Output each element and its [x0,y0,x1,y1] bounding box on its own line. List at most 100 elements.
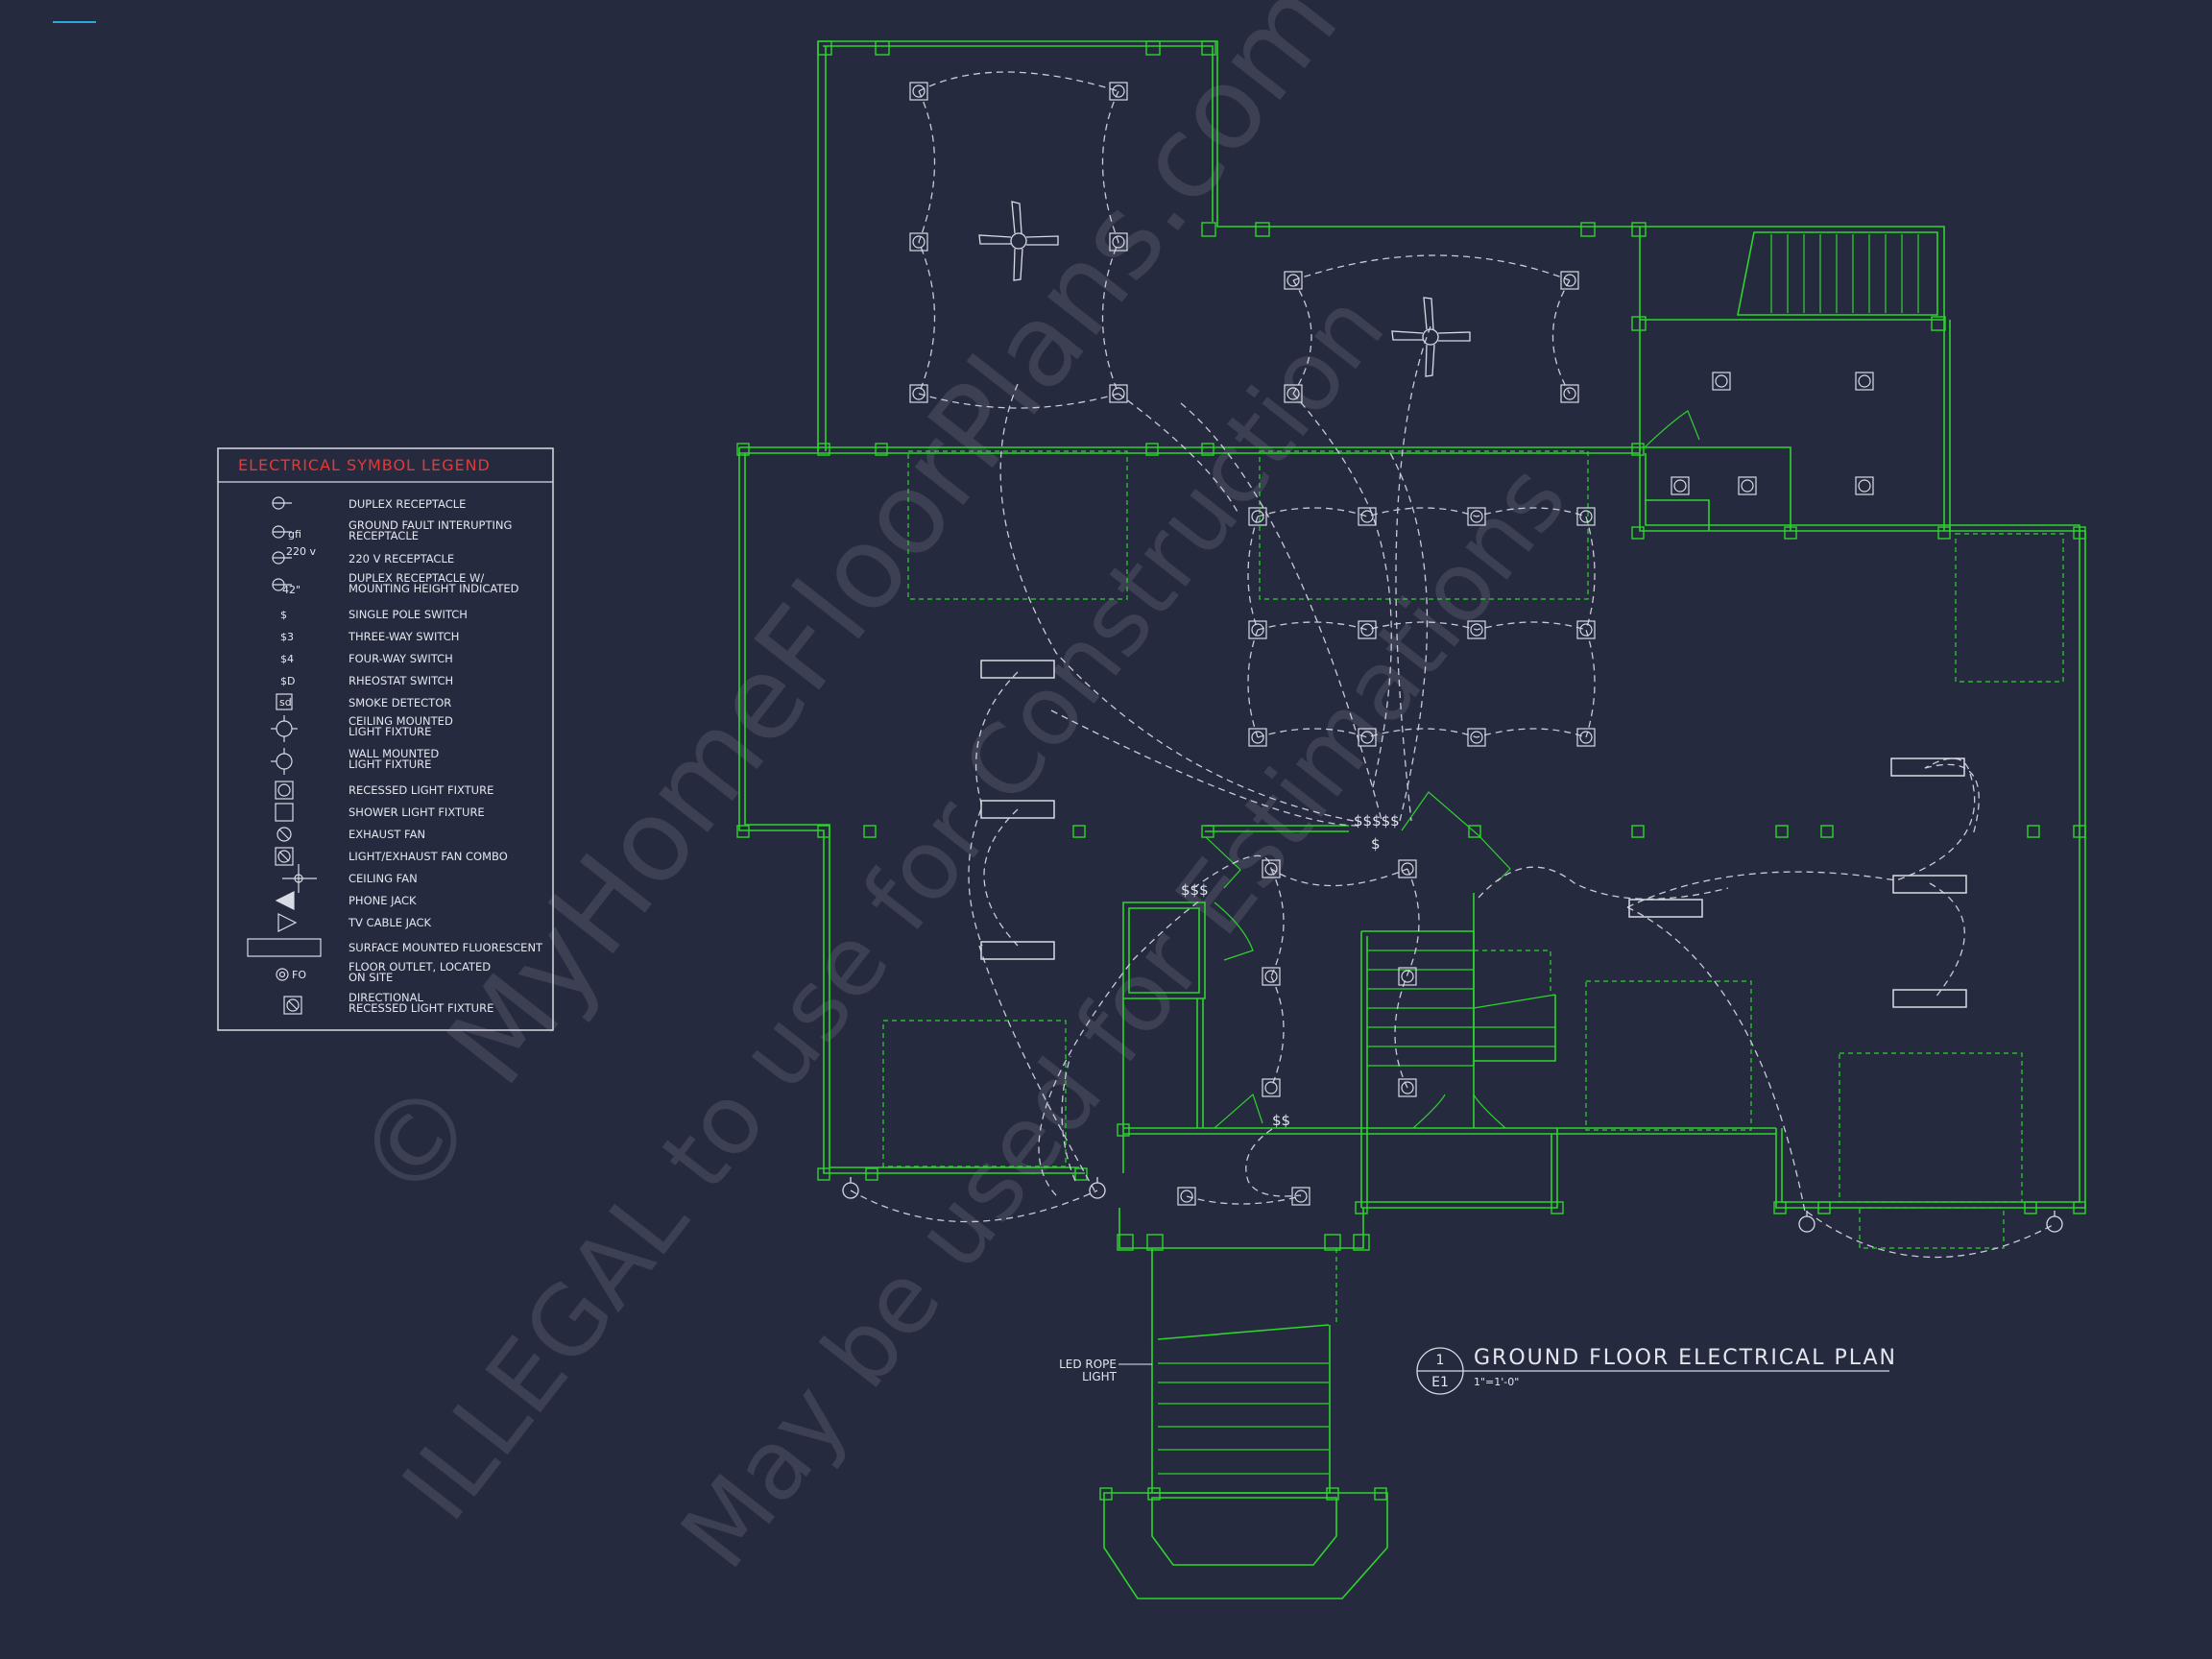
recessed-light-fixture [1109,384,1128,403]
recessed-light-fixture [1576,728,1596,747]
rear-deck [1640,226,1945,321]
legend-row-shower-light: SHOWER LIGHT FIXTURE [275,803,485,822]
drawing-scale: 1"=1'-0" [1474,1376,1519,1388]
legend-row-ceiling-fan: CEILING FAN [282,864,418,893]
recessed-light-fixture [1291,1187,1310,1206]
legend-row-fluorescent: SURFACE MOUNTED FLUORESCENT [247,938,543,957]
legend-label: 220 V RECEPTACLE [349,552,454,565]
recessed-light-fixture [1560,271,1579,290]
legend-label: TV CABLE JACK [348,916,432,929]
legend-label: ON SITE [349,971,393,984]
recessed-light-fixture [1109,82,1128,101]
front-porch [1118,1208,1364,1249]
recessed-light-fixture [1248,507,1267,526]
recessed-light-fixture [1467,507,1486,526]
light-exhaust-combo-icon [275,847,294,866]
legend-row-receptacle-220v: 220 v 220 V RECEPTACLE [272,545,454,565]
shower-light-icon [275,803,294,822]
legend-label: EXHAUST FAN [349,828,425,841]
legend-tag: $3 [280,631,294,643]
recessed-light-fixture [1358,728,1377,747]
wiring-runs [850,71,2056,1259]
legend-row-mounted-receptacle: 42" DUPLEX RECEPTACLE W/MOUNTING HEIGHT I… [272,571,519,596]
legend-label: SMOKE DETECTOR [349,696,451,709]
legend-label: RHEOSTAT SWITCH [349,674,453,687]
dashed-zones [882,450,2064,1339]
recessed-light-fixture [1262,967,1281,986]
recessed-light-fixture [909,232,928,252]
rear-stair [1737,231,1938,316]
recessed-light-fixture [1248,620,1267,639]
svg-text:LED ROPE: LED ROPE [1059,1358,1117,1371]
gfi-receptacle-icon [272,525,292,539]
recessed-light-fixture [1467,620,1486,639]
light-fixtures [909,82,1874,1206]
recessed-light-fixture [1560,384,1579,403]
switch-single: $ [1371,835,1381,853]
legend-label: WALL MOUNTED [349,747,439,760]
recessed-light-fixture [1358,507,1377,526]
recessed-light-fixture [1358,620,1377,639]
fluorescent-fixtures [980,660,1967,1008]
ceiling-fan-icon [282,864,317,893]
watermark: © MyHomeFloorPlans.com ILLEGAL to use fo… [329,0,1588,1589]
legend-row-light-exhaust-combo: LIGHT/EXHAUST FAN COMBO [275,847,508,866]
legend-row-phone-jack: PHONE JACK [275,891,417,910]
floor-plan-walls [738,40,2086,1599]
switch-bank: $$$$$ [1354,812,1400,830]
legend-tag: $ [280,609,287,621]
legend-label: MOUNTING HEIGHT INDICATED [349,582,519,595]
directional-recessed-icon [283,996,302,1015]
recessed-light-fixture [1671,476,1690,495]
recessed-light-fixture [1738,476,1757,495]
legend-label: FOUR-WAY SWITCH [349,652,453,665]
mounted-receptacle-icon [272,578,292,591]
recessed-light-fixture [1262,859,1281,878]
legend-label: DIRECTIONAL [349,991,423,1004]
recessed-light-fixture [1248,728,1267,747]
legend-tag: FO [292,969,306,981]
recessed-light-fixture [909,384,928,403]
legend-row-duplex-receptacle: DUPLEX RECEPTACLE [272,496,466,511]
legend-label: DUPLEX RECEPTACLE W/ [349,571,484,585]
legend-label: LIGHT FIXTURE [349,725,431,738]
legend-tag: 220 v [286,545,316,558]
front-landing [1103,1492,1388,1599]
drawing-title-block: 1 E1 GROUND FLOOR ELECTRICAL PLAN 1"=1'-… [1416,1346,1897,1395]
legend-title: ELECTRICAL SYMBOL LEGEND [238,456,491,474]
recessed-light-fixture [909,82,928,101]
recessed-light-fixture [1109,232,1128,252]
ceiling-fan-fixture [978,201,1059,281]
receptacle-220v-icon [272,551,292,565]
phone-jack-icon [275,891,295,910]
switch-group-2: $$ [1272,1112,1290,1129]
recessed-light-fixture [1398,859,1417,878]
legend-label: PHONE JACK [349,894,417,907]
recessed-light-fixture [1855,372,1874,391]
legend-label: SHOWER LIGHT FIXTURE [349,805,485,819]
legend-frame [217,447,554,1031]
switch-labels: $$$$$ $$$ $$ $ [1181,812,1400,1129]
wall-light-fixtures [842,1177,2063,1233]
sheet-number: E1 [1431,1375,1449,1390]
legend-row-single-pole-switch: $SINGLE POLE SWITCH [280,608,468,621]
recessed-light-fixture [1284,271,1303,290]
legend-label: RECESSED LIGHT FIXTURE [349,1001,493,1015]
electrical-symbol-legend: ELECTRICAL SYMBOL LEGEND DUPLEX RECEPTAC… [217,447,554,1031]
legend-label: FLOOR OUTLET, LOCATED [349,960,491,974]
legend-tag: 42" [282,584,301,596]
rear-porch-wall [818,40,1641,451]
fluorescent-icon [247,938,322,957]
legend-label: LIGHT FIXTURE [349,757,431,771]
drawing-title: GROUND FLOOR ELECTRICAL PLAN [1474,1346,1897,1370]
recessed-light-fixture [1284,384,1303,403]
